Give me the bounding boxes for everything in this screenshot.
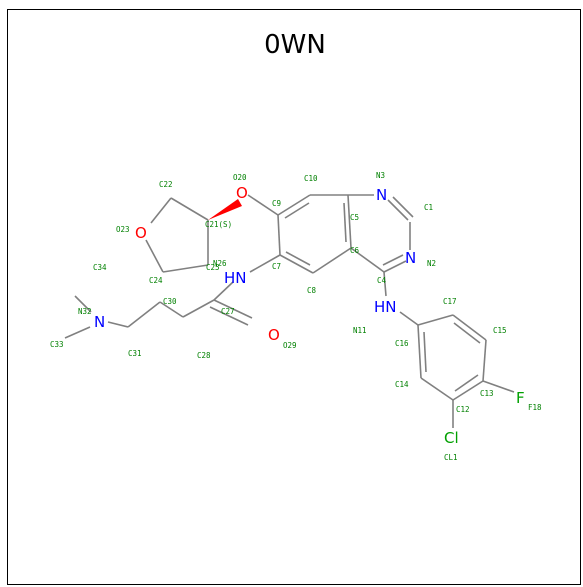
label-f18: F18 [528, 403, 542, 412]
label-c9: C9 [272, 199, 281, 208]
label-c24: C24 [149, 276, 163, 285]
bond-n2-c4 [383, 260, 407, 273]
atom-n2: N [405, 249, 416, 267]
label-n3: N3 [376, 171, 385, 180]
bond-c21-c22 [170, 197, 209, 221]
atom-cl: Cl [444, 429, 459, 447]
bond-n32-c33 [64, 326, 91, 339]
atom-n3: N [376, 186, 387, 204]
bond-n2-c4-inner [382, 254, 404, 266]
molecule-structure: N N O O HN HN O N F Cl N3 C1 N2 C4 C5 C6… [50, 171, 542, 462]
label-c10: C10 [304, 174, 318, 183]
atom-n26: HN [224, 269, 247, 287]
bond-c30-c31 [127, 301, 161, 328]
bond-c13-f18 [482, 380, 515, 393]
bond-n26-c27 [213, 281, 234, 301]
label-c7: C7 [272, 262, 281, 271]
bonds [64, 194, 515, 428]
bond-c17-c15-inner [453, 322, 481, 344]
label-c13: C13 [480, 389, 494, 398]
label-c33: C33 [50, 340, 64, 349]
label-c12: C12 [456, 405, 470, 414]
bond-c9-o20 [247, 194, 279, 216]
atom-n11: HN [374, 298, 397, 316]
bond-c5-c6 [347, 194, 352, 249]
atom-o23: O [135, 224, 147, 242]
bond-c12-c14 [420, 377, 454, 401]
label-c4: C4 [377, 276, 387, 285]
atom-n32: N [94, 313, 105, 331]
label-c5: C5 [350, 213, 359, 222]
label-c15: C15 [493, 326, 507, 335]
bond-c14-c16-inner [423, 331, 427, 373]
label-n26: N26 [213, 259, 227, 268]
atom-o29: O [268, 326, 280, 344]
atom-labels: N3 C1 N2 C4 C5 C6 C7 C8 C9 C10 N11 C12 C… [50, 171, 542, 462]
stereo-wedge [208, 199, 242, 220]
label-c17: C17 [443, 297, 457, 306]
label-c16: C16 [395, 339, 409, 348]
molecule-title: 0WN [264, 30, 326, 60]
bond-c17-c15 [452, 314, 487, 341]
label-c34: C34 [93, 263, 107, 272]
bond-n11-c16 [399, 311, 419, 326]
bond-c31-n32 [107, 321, 129, 328]
bond-c27-o29-double [209, 306, 249, 326]
label-c6: C6 [350, 246, 360, 255]
bond-c13-c12-inner [454, 374, 479, 392]
bond-c27-o29 [213, 299, 253, 319]
bond-c8-c7 [279, 254, 314, 274]
bond-c24-c25 [162, 264, 209, 273]
bond-c13-c12 [452, 380, 484, 401]
label-c28: C28 [197, 351, 211, 360]
bond-c9-c10 [277, 194, 311, 216]
label-c22: C22 [159, 180, 173, 189]
bond-c8-c7-inner [285, 251, 311, 266]
label-cl1: CL1 [444, 453, 458, 462]
label-c8: C8 [307, 286, 317, 295]
bond-c4-n11 [383, 271, 387, 297]
bond-o23-c24 [145, 239, 164, 273]
element-symbols: N N O O HN HN O N F Cl [94, 184, 525, 447]
bond-c9-c10-inner [284, 202, 310, 219]
atom-f18: F [516, 389, 525, 407]
bond-n3-c1 [387, 199, 409, 221]
label-n2: N2 [427, 259, 436, 268]
label-c1: C1 [424, 203, 433, 212]
label-c14: C14 [395, 380, 409, 389]
bond-c7-n26 [249, 254, 281, 273]
label-o23: O23 [116, 225, 130, 234]
bond-c5-c6-inner [343, 202, 347, 243]
label-c27: C27 [221, 307, 235, 316]
bond-c16-c17 [417, 314, 454, 326]
label-c31: C31 [128, 349, 142, 358]
label-c30: C30 [163, 297, 177, 306]
label-c21: C21(S) [205, 220, 232, 229]
label-n11: N11 [353, 326, 367, 335]
bond-c4-c6 [350, 247, 385, 273]
atom-o20: O [236, 184, 248, 202]
label-n32: N32 [78, 307, 92, 316]
bond-c27-c28 [182, 299, 215, 318]
bond-c6-c8 [312, 247, 352, 274]
bond-c15-c13 [482, 339, 487, 382]
bond-c7-c9 [277, 214, 281, 256]
label-o29: O29 [283, 341, 297, 350]
diagram-frame: 0WN [7, 9, 581, 585]
label-o20: O20 [233, 173, 247, 182]
bond-c22-o23 [150, 197, 172, 224]
bond-n3-c1-inner [392, 196, 414, 218]
label-c25: C25 [206, 263, 220, 272]
bond-c14-c16 [417, 324, 422, 379]
bond-c28-c30 [159, 301, 184, 318]
bond-n32-c34 [74, 295, 92, 313]
